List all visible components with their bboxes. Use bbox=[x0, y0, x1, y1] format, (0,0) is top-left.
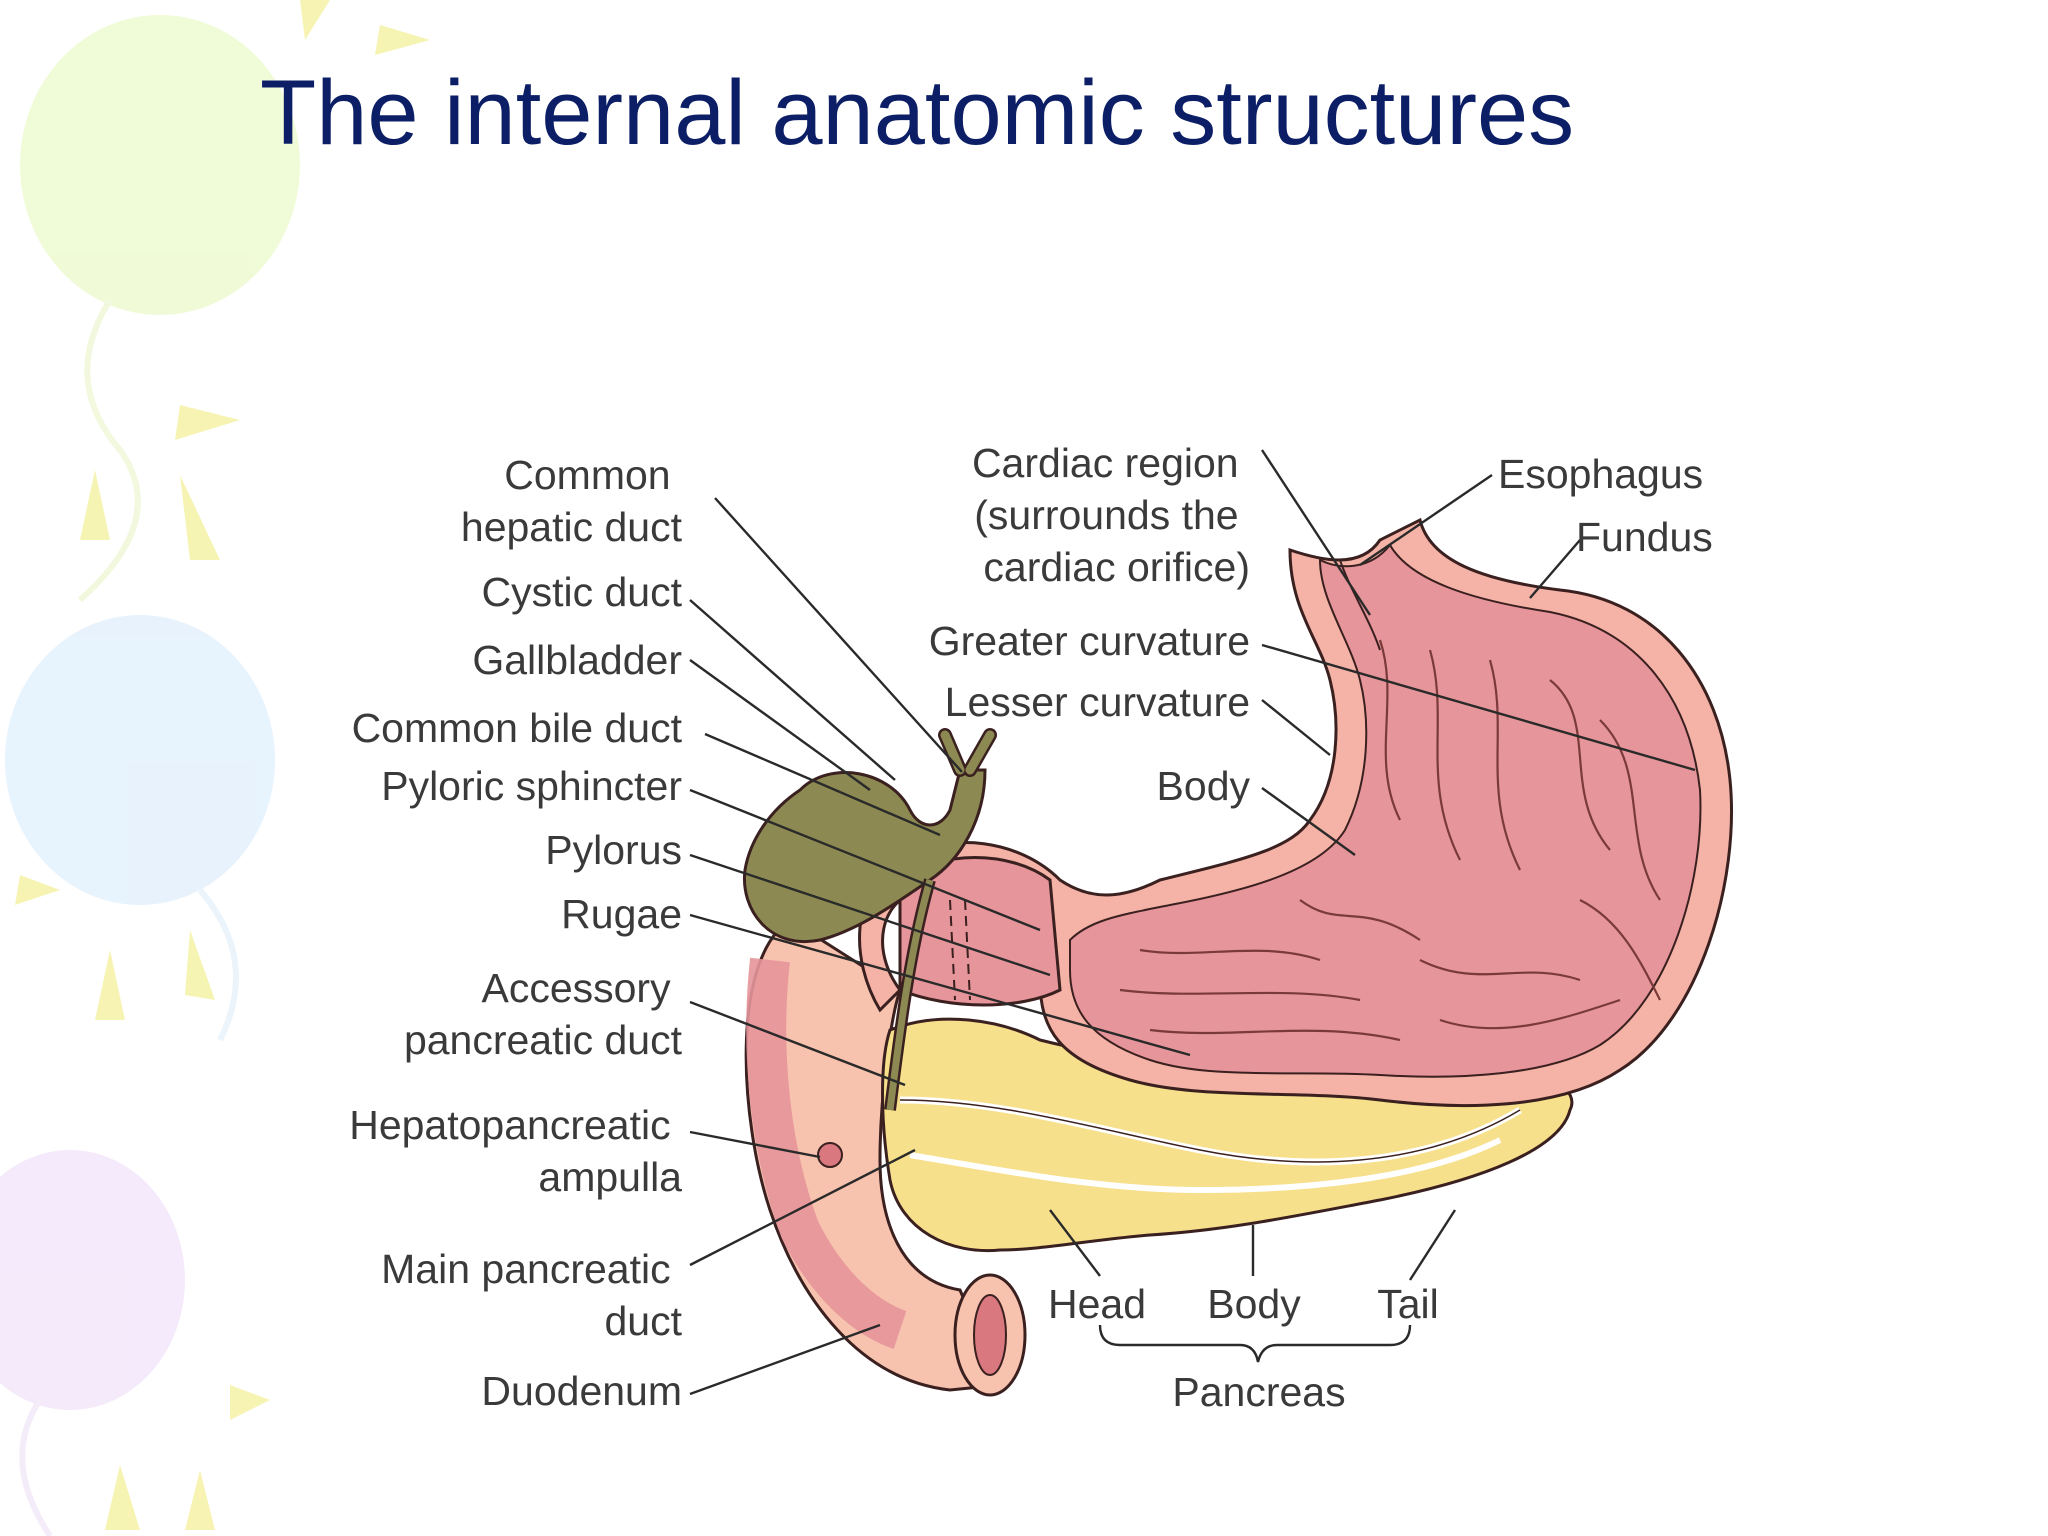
label-rugae: Rugae bbox=[561, 891, 682, 937]
label-pancreas-head: Head bbox=[1048, 1281, 1146, 1327]
lead-cystic-duct bbox=[689, 599, 896, 781]
lead-fundus bbox=[1529, 539, 1581, 599]
lead-duodenum bbox=[689, 1323, 881, 1396]
leader-lines bbox=[689, 449, 1696, 1396]
lead-pyloric-sphincter bbox=[689, 788, 1041, 932]
lead-pancreas-tail bbox=[1408, 1209, 1457, 1281]
label-esophagus: Esophagus bbox=[1498, 451, 1703, 497]
label-common-hepatic-duct: Common hepatic duct bbox=[461, 452, 683, 550]
label-pancreas-tail: Tail bbox=[1377, 1281, 1439, 1327]
lead-main-pancreatic-duct bbox=[689, 1148, 916, 1267]
lead-hepatopancreatic-ampulla bbox=[689, 1130, 821, 1159]
label-main-pancreatic-duct: Main pancreatic duct bbox=[381, 1246, 682, 1344]
lead-accessory-pancreatic-duct bbox=[689, 1000, 906, 1087]
lead-pancreas-head bbox=[1049, 1209, 1101, 1277]
label-gallbladder: Gallbladder bbox=[472, 637, 682, 683]
label-accessory-pancreatic-duct: Accessory pancreatic duct bbox=[404, 965, 683, 1063]
label-pyloric-sphincter: Pyloric sphincter bbox=[381, 763, 682, 809]
label-common-bile-duct: Common bile duct bbox=[352, 705, 683, 751]
lead-pylorus bbox=[689, 853, 1051, 977]
label-pancreas-body: Body bbox=[1207, 1281, 1301, 1327]
label-fundus: Fundus bbox=[1576, 514, 1713, 560]
slide-title: The internal anatomic structures bbox=[260, 62, 1575, 164]
lead-common-bile-duct bbox=[704, 732, 941, 837]
label-lesser-curvature: Lesser curvature bbox=[945, 679, 1250, 725]
lead-greater-curvature bbox=[1261, 643, 1696, 772]
lead-rugae bbox=[689, 913, 1191, 1057]
lead-gallbladder bbox=[689, 659, 871, 791]
label-cardiac-region: Cardiac region (surrounds the cardiac or… bbox=[972, 440, 1250, 590]
label-cystic-duct: Cystic duct bbox=[482, 569, 683, 615]
lead-cardiac-region bbox=[1260, 449, 1372, 616]
label-pylorus: Pylorus bbox=[545, 827, 682, 873]
pancreas-brace bbox=[1098, 1324, 1412, 1363]
label-greater-curvature: Greater curvature bbox=[929, 618, 1250, 664]
label-pancreas: Pancreas bbox=[1172, 1369, 1345, 1415]
lead-common-hepatic-duct bbox=[714, 497, 963, 773]
lead-lesser-curvature bbox=[1261, 699, 1331, 756]
label-duodenum: Duodenum bbox=[481, 1368, 682, 1414]
lead-stomach-body bbox=[1261, 787, 1356, 856]
label-hepatopancreatic-ampulla: Hepatopancreatic ampulla bbox=[349, 1102, 682, 1200]
lead-esophagus bbox=[1359, 474, 1493, 566]
stomach-mucosa bbox=[1069, 543, 1702, 1078]
label-stomach-body: Body bbox=[1157, 763, 1251, 809]
gallbladder-shape bbox=[742, 768, 987, 943]
